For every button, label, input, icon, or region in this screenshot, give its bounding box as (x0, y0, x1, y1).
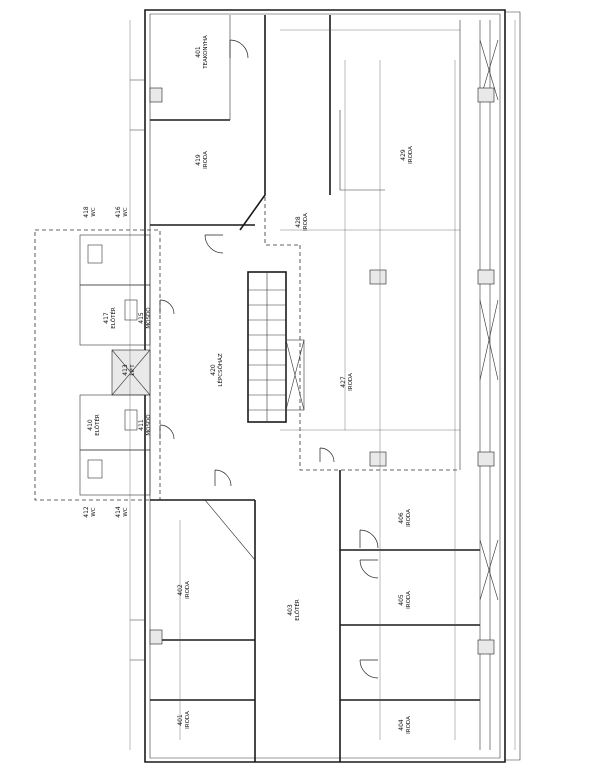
room-413-lift: 413 LIFT (122, 364, 136, 376)
room-number: 406 (398, 512, 405, 524)
room-name: WC (91, 507, 97, 516)
room-420-lepcsohaz: 420 LÉPCSŐHÁZ (210, 353, 224, 386)
room-name: IRODA (348, 373, 354, 391)
room-number: 401 (177, 714, 184, 726)
room-419-iroda: 419 IRODA (195, 151, 209, 169)
room-number: 427 (340, 376, 347, 388)
room-name: WC (123, 207, 129, 216)
room-name: ELŐTÉR (293, 599, 301, 621)
room-name: ELŐTÉR (93, 414, 101, 436)
room-name: MOSDÓ (145, 307, 152, 329)
room-number: 401 (195, 46, 202, 58)
service-core (79, 234, 151, 496)
room-name: IRODA (406, 509, 412, 527)
room-416-wc: 416 WC (115, 206, 129, 218)
room-name: WC (91, 207, 97, 216)
room-name: WC (123, 507, 129, 516)
room-number: 413 (122, 364, 129, 376)
room-417-eloter: 417 ELŐTÉR (103, 307, 117, 329)
room-number: 416 (115, 206, 122, 218)
room-number: 403 (287, 604, 294, 616)
room-name: LÉPCSŐHÁZ (216, 353, 224, 386)
room-427-iroda: 427 IRODA (340, 373, 354, 391)
room-404-iroda: 404 IRODA (398, 716, 412, 734)
dimension-lines (129, 20, 516, 750)
room-name: LIFT (130, 364, 136, 376)
room-number: 415 (138, 312, 145, 324)
room-414-wc: 414 WC (115, 506, 129, 518)
room-number: 410 (87, 419, 94, 431)
room-number: 412 (83, 506, 90, 518)
room-402-iroda: 402 IRODA (177, 581, 191, 599)
room-labels: 401 TEAKONYHA 419 IRODA 418 WC 416 WC 41… (83, 35, 414, 734)
room-418-wc: 418 WC (83, 206, 97, 218)
room-428-iroda: 428 IRODA (295, 213, 309, 231)
room-410-eloter: 410 ELŐTÉR (87, 414, 101, 436)
room-number: 402 (177, 584, 184, 596)
room-401-iroda: 401 IRODA (177, 711, 191, 729)
room-number: 417 (103, 312, 110, 324)
room-403-eloter: 403 ELŐTÉR (287, 599, 301, 621)
room-name: IRODA (406, 591, 412, 609)
room-name: IRODA (185, 711, 191, 729)
room-name: IRODA (408, 146, 414, 164)
room-412-wc: 412 WC (83, 506, 97, 518)
room-number: 418 (83, 206, 90, 218)
room-405-iroda: 405 IRODA (398, 591, 412, 609)
room-number: 420 (210, 364, 217, 376)
doors (159, 39, 379, 679)
room-name: IRODA (203, 151, 209, 169)
room-name: ELŐTÉR (109, 307, 117, 329)
room-number: 405 (398, 594, 405, 606)
room-number: 414 (115, 506, 122, 518)
room-411-mosdo: 411 MOSDÓ (138, 414, 152, 436)
room-name: MOSDÓ (145, 414, 152, 436)
room-415-mosdo: 415 MOSDÓ (138, 307, 152, 329)
room-name: IRODA (406, 716, 412, 734)
outer-walls (130, 9, 521, 763)
room-number: 411 (138, 419, 145, 431)
staircase (247, 271, 305, 423)
partitions (150, 15, 491, 762)
room-name: IRODA (303, 213, 309, 231)
room-name: IRODA (185, 581, 191, 599)
room-401-teakonyha: 401 TEAKONYHA (195, 35, 209, 70)
room-number: 428 (295, 216, 302, 228)
room-number: 419 (195, 154, 202, 166)
room-number: 429 (400, 149, 407, 161)
room-406-iroda: 406 IRODA (398, 509, 412, 527)
room-429-iroda: 429 IRODA (400, 146, 414, 164)
room-name: TEAKONYHA (203, 35, 209, 70)
structural-columns (149, 39, 499, 655)
room-number: 404 (398, 719, 405, 731)
